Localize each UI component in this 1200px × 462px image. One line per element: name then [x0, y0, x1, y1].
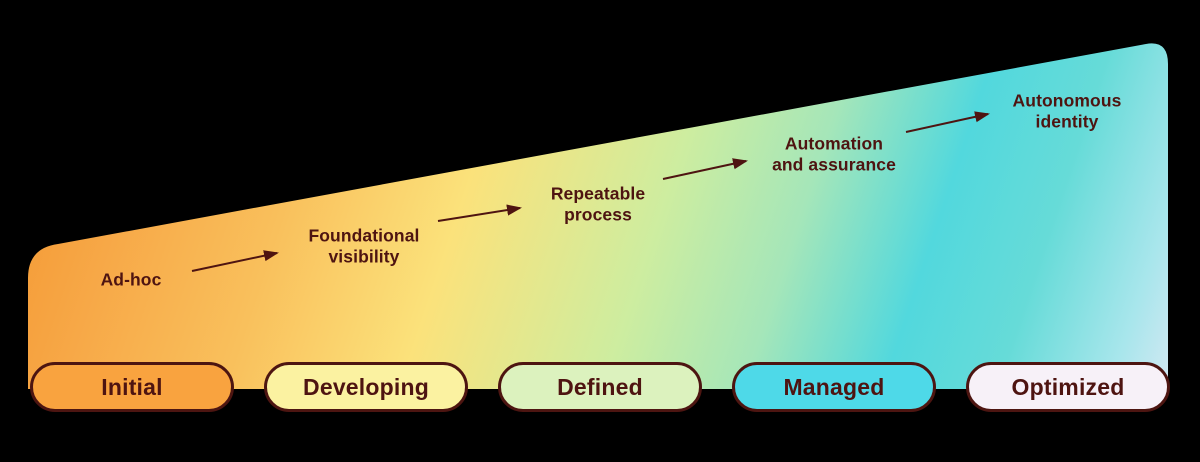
stage-pill-managed: Managed	[732, 362, 936, 412]
annotation-ad-hoc: Ad-hoc	[100, 269, 162, 290]
stage-pill-label: Optimized	[1011, 373, 1125, 400]
annotation-automation-assurance: Automation and assurance	[772, 133, 896, 175]
arrow-icon	[662, 158, 748, 180]
stage-pill-label: Developing	[303, 373, 429, 400]
arrow-icon	[905, 111, 990, 133]
annotation-repeatable-process: Repeatable process	[550, 183, 646, 225]
annotation-autonomous-identity: Autonomous identity	[1012, 90, 1122, 132]
stage-pill-label: Defined	[557, 373, 643, 400]
arrow-icon	[437, 204, 522, 222]
stage-pill-developing: Developing	[264, 362, 468, 412]
progress-arrows	[191, 111, 990, 272]
wedge-shape	[28, 43, 1168, 390]
stage-pill-label: Initial	[101, 373, 163, 400]
arrow-icon	[191, 250, 279, 272]
stage-pill-optimized: Optimized	[966, 362, 1170, 412]
annotation-foundational-visibility: Foundational visibility	[308, 225, 420, 267]
stage-pill-defined: Defined	[498, 362, 702, 412]
stage-pill-initial: Initial	[30, 362, 234, 412]
stage-pill-label: Managed	[783, 373, 885, 400]
